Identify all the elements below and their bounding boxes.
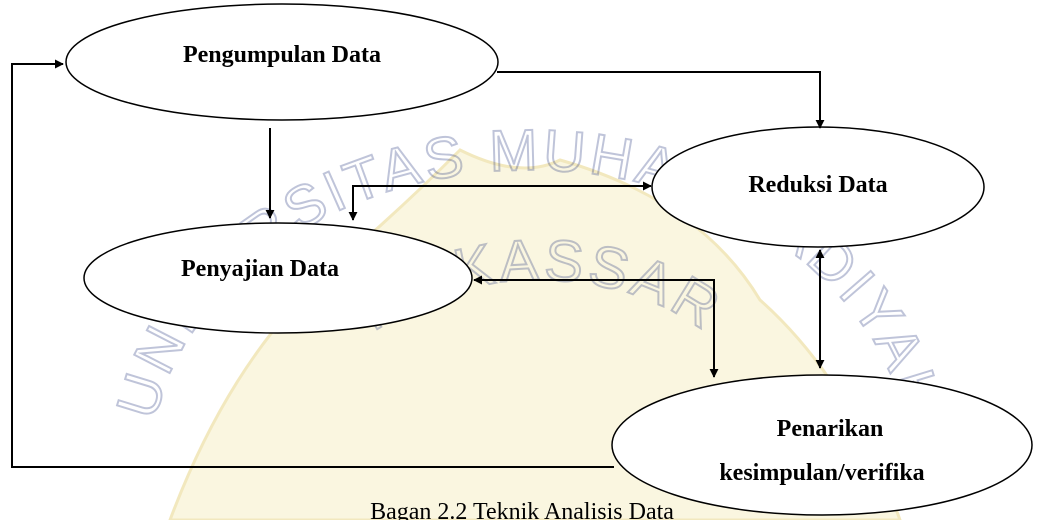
node-pengumpulan-ellipse [65,3,499,121]
node-penarikan-ellipse [611,374,1033,516]
edge-feedback-loop [11,59,614,468]
node-pengumpulan-label: Pengumpulan Data [183,42,381,68]
edge-pengumpulan-to-reduksi [497,71,825,129]
edge-penyajian-penarikan-bidirectional [473,275,719,378]
node-penyajian-label: Penyajian Data [181,256,339,282]
node-penyajian-ellipse [83,222,473,334]
edge-penyajian-reduksi-bidirectional [348,181,652,221]
diagram-caption: Bagan 2.2 Teknik Analisis Data [370,499,674,520]
node-penarikan-label-line1: Penarikan [777,416,884,442]
node-penarikan-label-line2: kesimpulan/verifika [719,460,924,486]
node-reduksi-label: Reduksi Data [748,172,887,198]
